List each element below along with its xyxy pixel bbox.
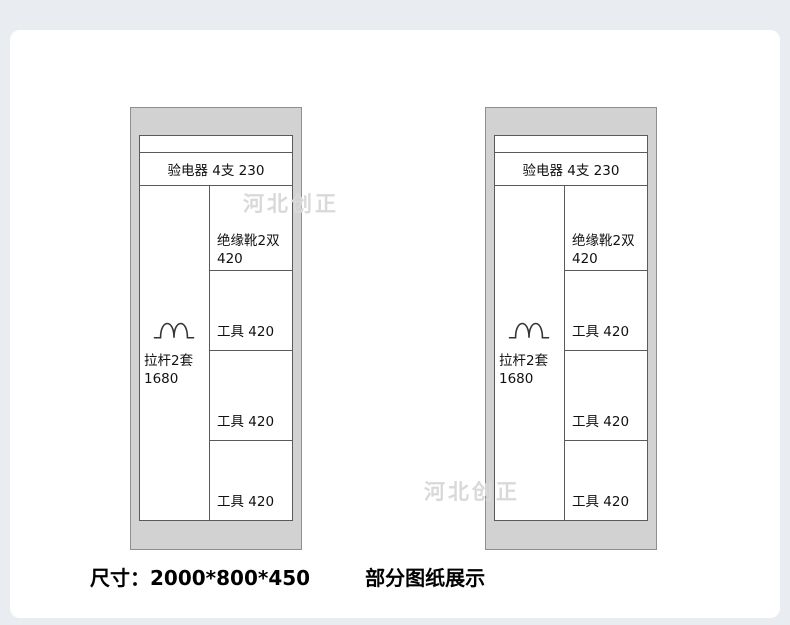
top-shelf-row: 验电器 4支 230 [495,153,647,186]
cabinet-interior: 验电器 4支 230 拉杆2套 1680 绝缘靴2双 [139,135,293,521]
right-compartments: 绝缘靴2双 420 工具 420 工具 420 工具 420 [210,186,292,520]
top-shelf-row: 验电器 4支 230 [140,153,292,186]
compartment-row: 工具 420 [210,441,292,520]
note-text: 部分图纸展示 [365,566,486,590]
compartment-label: 绝缘靴2双 420 [217,233,280,267]
right-compartments: 绝缘靴2双 420 工具 420 工具 420 工具 420 [565,186,647,520]
compartment-label: 工具 420 [217,494,275,510]
left-compartment: 拉杆2套 1680 [140,186,210,520]
left-compartment: 拉杆2套 1680 [495,186,565,520]
cabinet-diagram-right: 验电器 4支 230 拉杆2套 1680 绝缘靴2双 [485,107,657,550]
watermark: 河北创正 [243,192,339,216]
top-shelf-label: 验电器 4支 230 [522,163,620,179]
compartment-row: 工具 420 [210,351,292,441]
cabinet-top-strip [495,136,647,153]
cabinet-main-area: 拉杆2套 1680 绝缘靴2双 420 工具 420 [140,186,292,520]
compartment-label: 工具 420 [572,414,630,430]
left-label-line2: 1680 [499,371,534,387]
caption: 尺寸：2000*800*450 部分图纸展示 [90,562,485,591]
cabinet-main-area: 拉杆2套 1680 绝缘靴2双 420 工具 420 [495,186,647,520]
compartment-row: 绝缘靴2双 420 [565,186,647,271]
compartment-row: 绝缘靴2双 420 [210,186,292,271]
cabinet-top-strip [140,136,292,153]
compartment-label: 工具 420 [572,494,630,510]
cabinet-interior: 验电器 4支 230 拉杆2套 1680 绝缘靴2双 [494,135,648,521]
left-compartment-label: 拉杆2套 1680 [144,352,193,388]
compartment-label: 绝缘靴2双 420 [572,233,635,267]
dimensions-text: 尺寸：2000*800*450 [90,566,311,590]
top-shelf-label: 验电器 4支 230 [167,163,265,179]
compartment-label: 工具 420 [217,414,275,430]
left-label-line1: 拉杆2套 [499,353,549,369]
left-label-line2: 1680 [144,371,179,387]
left-compartment-label: 拉杆2套 1680 [499,352,548,388]
hook-wave-icon [508,322,550,339]
hook-wave-icon [153,322,195,339]
compartment-row: 工具 420 [565,351,647,441]
compartment-row: 工具 420 [565,441,647,520]
left-label-line1: 拉杆2套 [144,353,194,369]
compartment-label: 工具 420 [217,324,275,340]
compartment-row: 工具 420 [210,271,292,351]
compartment-row: 工具 420 [565,271,647,351]
watermark: 河北创正 [424,480,520,504]
compartment-label: 工具 420 [572,324,630,340]
cabinet-diagram-left: 验电器 4支 230 拉杆2套 1680 绝缘靴2双 [130,107,302,550]
